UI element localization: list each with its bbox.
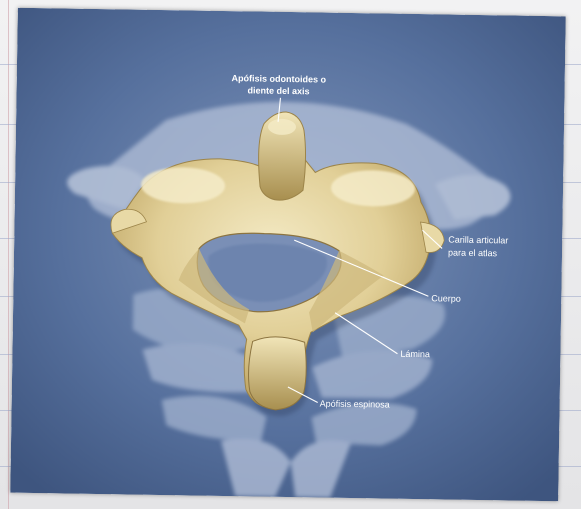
label-facet-line2: para el atlas (448, 248, 498, 259)
label-lamina: Lámina (400, 349, 430, 359)
vertebra-illustration: Apófisis odontoides o diente del axis Ca… (10, 8, 566, 502)
notebook-margin-line (8, 0, 9, 509)
label-body: Cuerpo (431, 293, 461, 303)
label-spinous: Apófisis espinosa (320, 399, 390, 410)
axis-vertebra-photo: Apófisis odontoides o diente del axis Ca… (10, 8, 566, 502)
label-dens-line2: diente del axis (247, 85, 309, 96)
label-dens-line1: Apófisis odontoides o (231, 73, 326, 84)
label-facet-line1: Carilla articular (448, 235, 508, 246)
